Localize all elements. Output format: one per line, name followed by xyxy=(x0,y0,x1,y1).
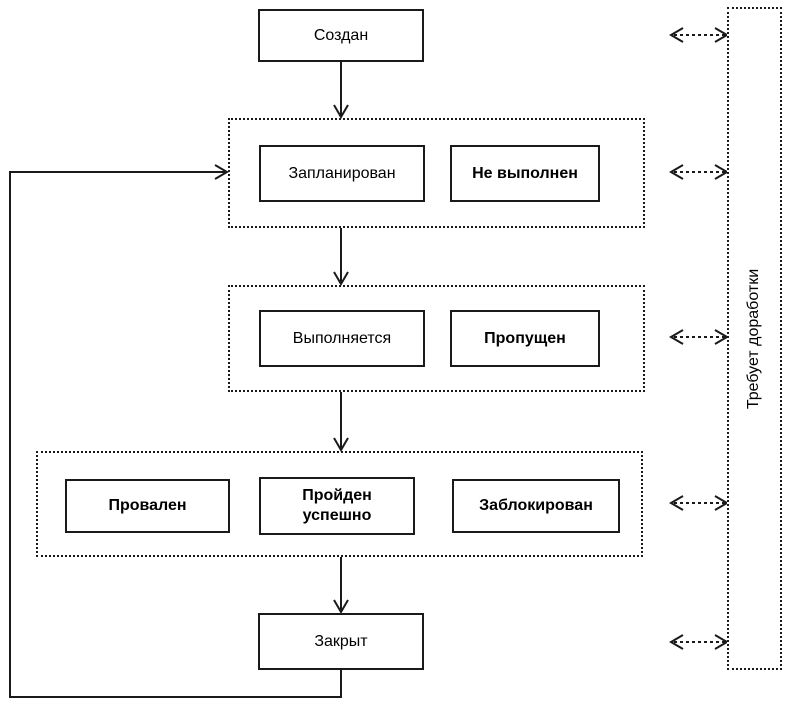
node-rework-label: Требует доработки xyxy=(745,268,763,409)
node-passed-label: Пройден успешно xyxy=(302,487,372,524)
node-executing: Выполняется xyxy=(259,310,425,367)
node-closed-label: Закрыт xyxy=(314,632,368,650)
node-blocked-label: Заблокирован xyxy=(479,497,593,514)
node-not-executed-label: Не выполнен xyxy=(472,164,578,182)
node-planned-label: Запланирован xyxy=(288,164,396,182)
node-skipped-label: Пропущен xyxy=(484,329,566,347)
node-skipped: Пропущен xyxy=(450,310,600,367)
node-executing-label: Выполняется xyxy=(292,329,392,347)
rework-link-planned xyxy=(669,164,729,180)
loop-arrow-closed-to-planned xyxy=(9,164,342,698)
group-result: Провален Пройден успешно Заблокирован xyxy=(36,451,643,557)
node-created: Создан xyxy=(258,9,424,62)
node-created-label: Создан xyxy=(313,26,369,44)
flow-arrow-executing-to-result xyxy=(333,392,349,452)
rework-link-executing xyxy=(669,329,729,345)
rework-link-closed xyxy=(669,634,729,650)
node-planned: Запланирован xyxy=(259,145,425,202)
group-planned: Запланирован Не выполнен xyxy=(228,118,645,228)
flow-arrow-result-to-closed xyxy=(333,557,349,614)
node-closed: Закрыт xyxy=(258,613,424,670)
flow-arrow-planned-to-executing xyxy=(333,228,349,286)
node-failed: Провален xyxy=(65,479,230,533)
node-not-executed: Не выполнен xyxy=(450,145,600,202)
rework-link-created xyxy=(669,27,729,43)
node-failed-label: Провален xyxy=(108,497,187,514)
rework-link-result xyxy=(669,495,729,511)
node-passed: Пройден успешно xyxy=(259,477,415,535)
group-executing: Выполняется Пропущен xyxy=(228,285,645,392)
node-blocked: Заблокирован xyxy=(452,479,620,533)
flow-arrow-created-to-planned xyxy=(333,62,349,119)
node-rework-column: Требует доработки xyxy=(727,7,782,670)
